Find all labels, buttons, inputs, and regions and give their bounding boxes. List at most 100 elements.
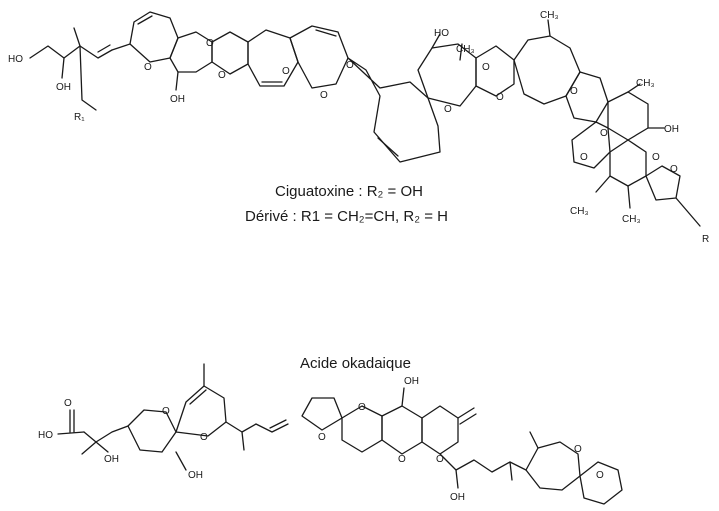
ch3-label: CH₃ bbox=[622, 214, 641, 225]
o-label: O bbox=[570, 86, 578, 97]
o-label: O bbox=[600, 128, 608, 139]
okadaic-c2-hydroxyl bbox=[95, 441, 109, 453]
ciguatoxin-vinyl bbox=[73, 27, 81, 47]
okadaic-acid-c1 bbox=[57, 431, 85, 435]
o-label: O bbox=[218, 70, 226, 81]
oh-label: OH bbox=[104, 454, 119, 465]
ciguatoxin-labels: HO OH R₁ O O OH O O O O HO CH₃ O O O CH₃… bbox=[8, 10, 709, 245]
o-label: O bbox=[482, 62, 490, 73]
ring-k-methyl bbox=[627, 83, 641, 93]
ring-m bbox=[609, 139, 647, 187]
okadaic-ring-e-hydroxyl bbox=[401, 387, 405, 407]
ciguatoxin-methyl bbox=[61, 57, 65, 79]
o-label: O bbox=[670, 164, 678, 175]
ciguatoxine-formula: : R₂ = OH bbox=[358, 183, 423, 200]
ring-e bbox=[289, 25, 349, 89]
o-label: O bbox=[200, 432, 208, 443]
okadaic-acid-labels: O HO OH O O OH O O O OH O OH O O bbox=[38, 376, 604, 503]
o-label: O bbox=[436, 454, 444, 465]
okadaic-acid-structure bbox=[57, 363, 623, 505]
ring-c bbox=[211, 31, 249, 75]
okadaic-linker-a bbox=[225, 421, 289, 433]
okadaic-linker-double bbox=[269, 419, 287, 429]
ho-label: HO bbox=[38, 430, 53, 441]
okadaic-ring-b bbox=[175, 385, 227, 437]
okadaique-title: Acide okadaique bbox=[300, 355, 411, 372]
o-label: O bbox=[444, 104, 452, 115]
o-label: O bbox=[580, 152, 588, 163]
o-label: O bbox=[596, 470, 604, 481]
derive-caption: Dérivé : R1 = CH₂=CH, R₂ = H bbox=[245, 208, 448, 225]
ring-i-methyl bbox=[547, 19, 551, 37]
o-label: O bbox=[320, 90, 328, 101]
ring-f bbox=[347, 57, 441, 163]
ring-k bbox=[607, 91, 649, 141]
ring-m-methyl-a bbox=[595, 175, 611, 193]
oh-label: OH bbox=[450, 492, 465, 503]
o-label: O bbox=[162, 406, 170, 417]
okadaic-linker-methyl bbox=[241, 431, 245, 451]
o-label: O bbox=[318, 432, 326, 443]
ch3-label: CH₃ bbox=[456, 44, 475, 55]
ring-g-hydroxyl bbox=[431, 33, 441, 49]
ciguatoxin-r1-chain bbox=[79, 45, 97, 111]
ciguatoxine-caption: Ciguatoxine : R₂ = OH bbox=[275, 183, 423, 200]
ring-g bbox=[417, 43, 477, 107]
okadaic-tail-hydroxyl bbox=[455, 469, 459, 489]
o-label: O bbox=[346, 60, 354, 71]
okadaic-ring-h bbox=[579, 461, 623, 505]
derive-formula: : R1 = CH₂=CH, R₂ = H bbox=[292, 208, 448, 225]
oh-label: HO bbox=[434, 28, 449, 39]
ciguatoxin-to-ring-a bbox=[111, 43, 131, 51]
o-label: O bbox=[144, 62, 152, 73]
o-label: O bbox=[398, 454, 406, 465]
oh-label: OH bbox=[170, 94, 185, 105]
okadaic-exo-methylene bbox=[457, 407, 475, 419]
ring-g-methyl bbox=[459, 43, 463, 61]
r-label: R bbox=[702, 234, 709, 245]
ring-l bbox=[571, 121, 611, 169]
ring-n bbox=[645, 165, 681, 201]
ciguatoxine-name: Ciguatoxine bbox=[275, 183, 355, 200]
ring-a-double-bond bbox=[137, 15, 153, 25]
ring-a bbox=[129, 11, 179, 63]
okadaic-exo-methylene-double bbox=[459, 413, 477, 425]
o-label: O bbox=[206, 38, 214, 49]
ch3-label: CH₃ bbox=[636, 78, 655, 89]
o-label: O bbox=[358, 402, 366, 413]
o-label: O bbox=[282, 66, 290, 77]
okadaic-ring-e bbox=[381, 405, 423, 455]
okadaic-ring-c bbox=[301, 397, 343, 431]
o-label: O bbox=[496, 92, 504, 103]
ho-label: HO bbox=[8, 54, 23, 65]
derive-name: Dérivé bbox=[245, 208, 289, 225]
ring-b-hydroxyl bbox=[175, 71, 179, 91]
ring-j bbox=[565, 71, 609, 123]
ring-m-methyl-b bbox=[627, 185, 631, 209]
oh-label: OH bbox=[56, 82, 71, 93]
oh-label: OH bbox=[664, 124, 679, 135]
ch3-label: CH₃ bbox=[570, 206, 589, 217]
okadaic-ring-g-methyl bbox=[529, 431, 539, 449]
o-label: O bbox=[652, 152, 660, 163]
ciguatoxin-double-bond bbox=[97, 44, 111, 53]
okadaic-tail-methyl bbox=[509, 461, 513, 481]
ring-n-r-chain bbox=[675, 197, 701, 227]
okadaic-c2-methyl bbox=[81, 441, 97, 455]
ring-f-double-bond bbox=[377, 137, 399, 157]
oh-label: OH bbox=[188, 470, 203, 481]
okadaic-ring-b-double bbox=[189, 389, 207, 405]
o-label: O bbox=[64, 398, 72, 409]
ring-e-double-bond bbox=[315, 29, 337, 37]
r1-label: R₁ bbox=[74, 112, 85, 123]
okadaic-ring-g bbox=[525, 441, 581, 491]
okadaic-tail-chain bbox=[439, 453, 527, 473]
okadaic-ring-a-hydroxyl bbox=[175, 451, 187, 471]
ring-h bbox=[475, 45, 515, 97]
okadaic-ring-f bbox=[421, 405, 459, 455]
o-label: O bbox=[574, 444, 582, 455]
ch3-label: CH₃ bbox=[540, 10, 559, 21]
oh-label: OH bbox=[404, 376, 419, 387]
okadaic-chain-start bbox=[83, 425, 129, 443]
